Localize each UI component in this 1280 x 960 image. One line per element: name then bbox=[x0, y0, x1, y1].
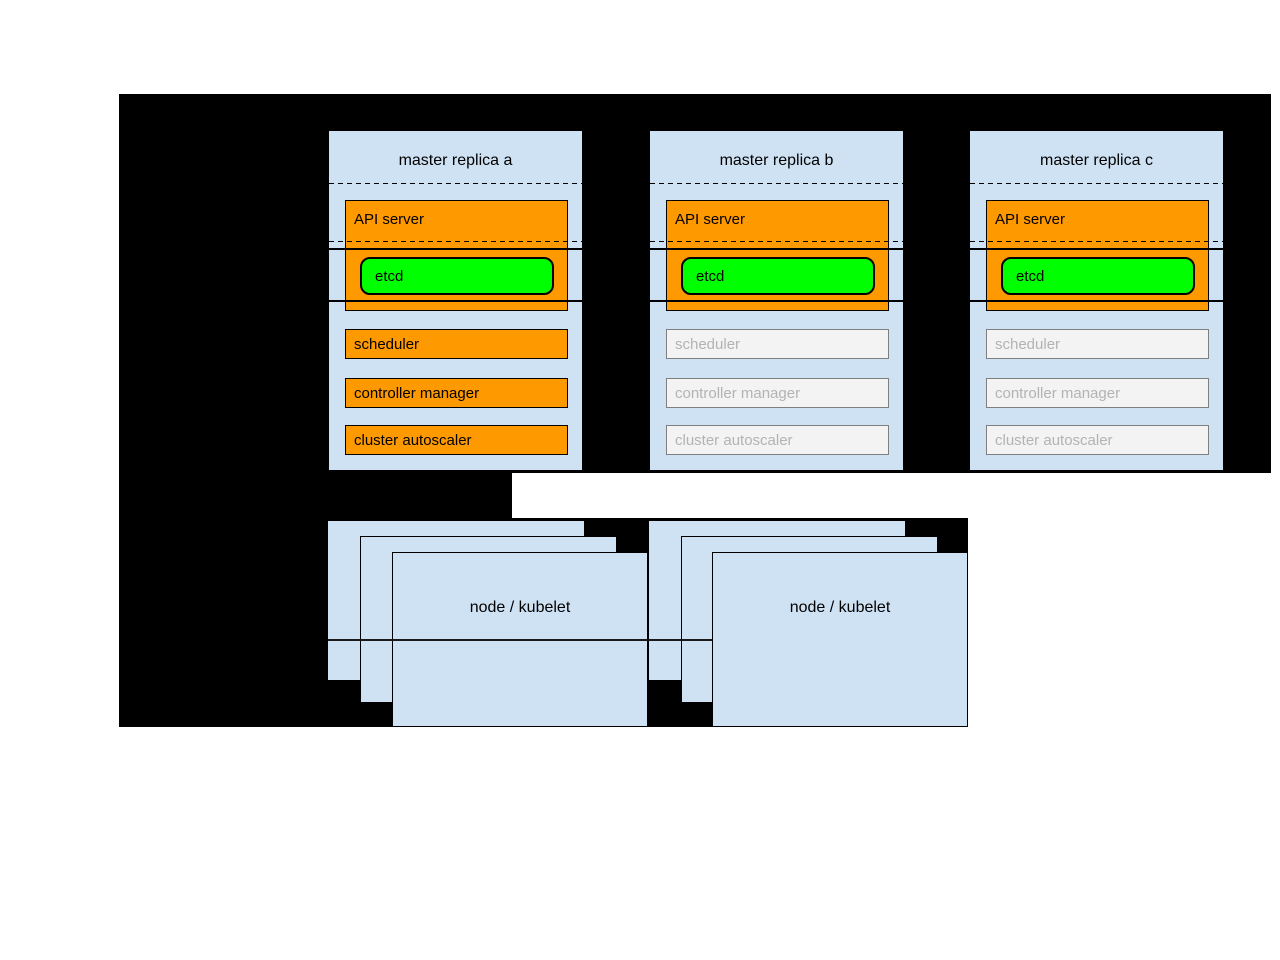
master-replica-a-box: master replica a API server etcd schedul… bbox=[328, 130, 583, 471]
dashed-divider bbox=[650, 183, 903, 184]
component-box-controller-manager: controller manager bbox=[666, 378, 889, 408]
node-title-divider bbox=[328, 639, 713, 641]
dashed-divider bbox=[650, 241, 903, 242]
component-box-controller-manager: controller manager bbox=[345, 378, 568, 408]
node-box-front: node / kubelet bbox=[712, 552, 968, 727]
component-box-scheduler: scheduler bbox=[666, 329, 889, 359]
component-box-cluster-autoscaler: cluster autoscaler bbox=[666, 425, 889, 455]
dashed-divider bbox=[329, 183, 582, 184]
solid-divider bbox=[650, 300, 903, 302]
api-server-label: API server bbox=[354, 211, 425, 228]
solid-divider bbox=[650, 248, 903, 250]
background-panel-left-strip bbox=[119, 473, 512, 518]
component-box-controller-manager: controller manager bbox=[986, 378, 1209, 408]
solid-divider bbox=[329, 248, 582, 250]
component-box-scheduler: scheduler bbox=[986, 329, 1209, 359]
dashed-divider bbox=[329, 241, 582, 242]
solid-divider bbox=[329, 300, 582, 302]
api-server-label: API server bbox=[675, 211, 746, 228]
master-replica-c-box: master replica c API server etcd schedul… bbox=[969, 130, 1224, 471]
master-replica-a-title: master replica a bbox=[398, 152, 513, 169]
dashed-divider bbox=[970, 183, 1223, 184]
dashed-divider bbox=[970, 241, 1223, 242]
master-replica-c-title: master replica c bbox=[1040, 152, 1153, 169]
component-box-cluster-autoscaler: cluster autoscaler bbox=[345, 425, 568, 455]
master-replica-b-title: master replica b bbox=[719, 152, 834, 169]
etcd-box: etcd bbox=[681, 257, 875, 295]
node-box-title: node / kubelet bbox=[469, 599, 571, 616]
solid-divider bbox=[970, 300, 1223, 302]
component-box-scheduler: scheduler bbox=[345, 329, 568, 359]
api-server-label: API server bbox=[995, 211, 1066, 228]
master-replica-b-box: master replica b API server etcd schedul… bbox=[649, 130, 904, 471]
component-box-cluster-autoscaler: cluster autoscaler bbox=[986, 425, 1209, 455]
node-box-title: node / kubelet bbox=[789, 599, 891, 616]
etcd-box: etcd bbox=[360, 257, 554, 295]
etcd-box: etcd bbox=[1001, 257, 1195, 295]
solid-divider bbox=[970, 248, 1223, 250]
